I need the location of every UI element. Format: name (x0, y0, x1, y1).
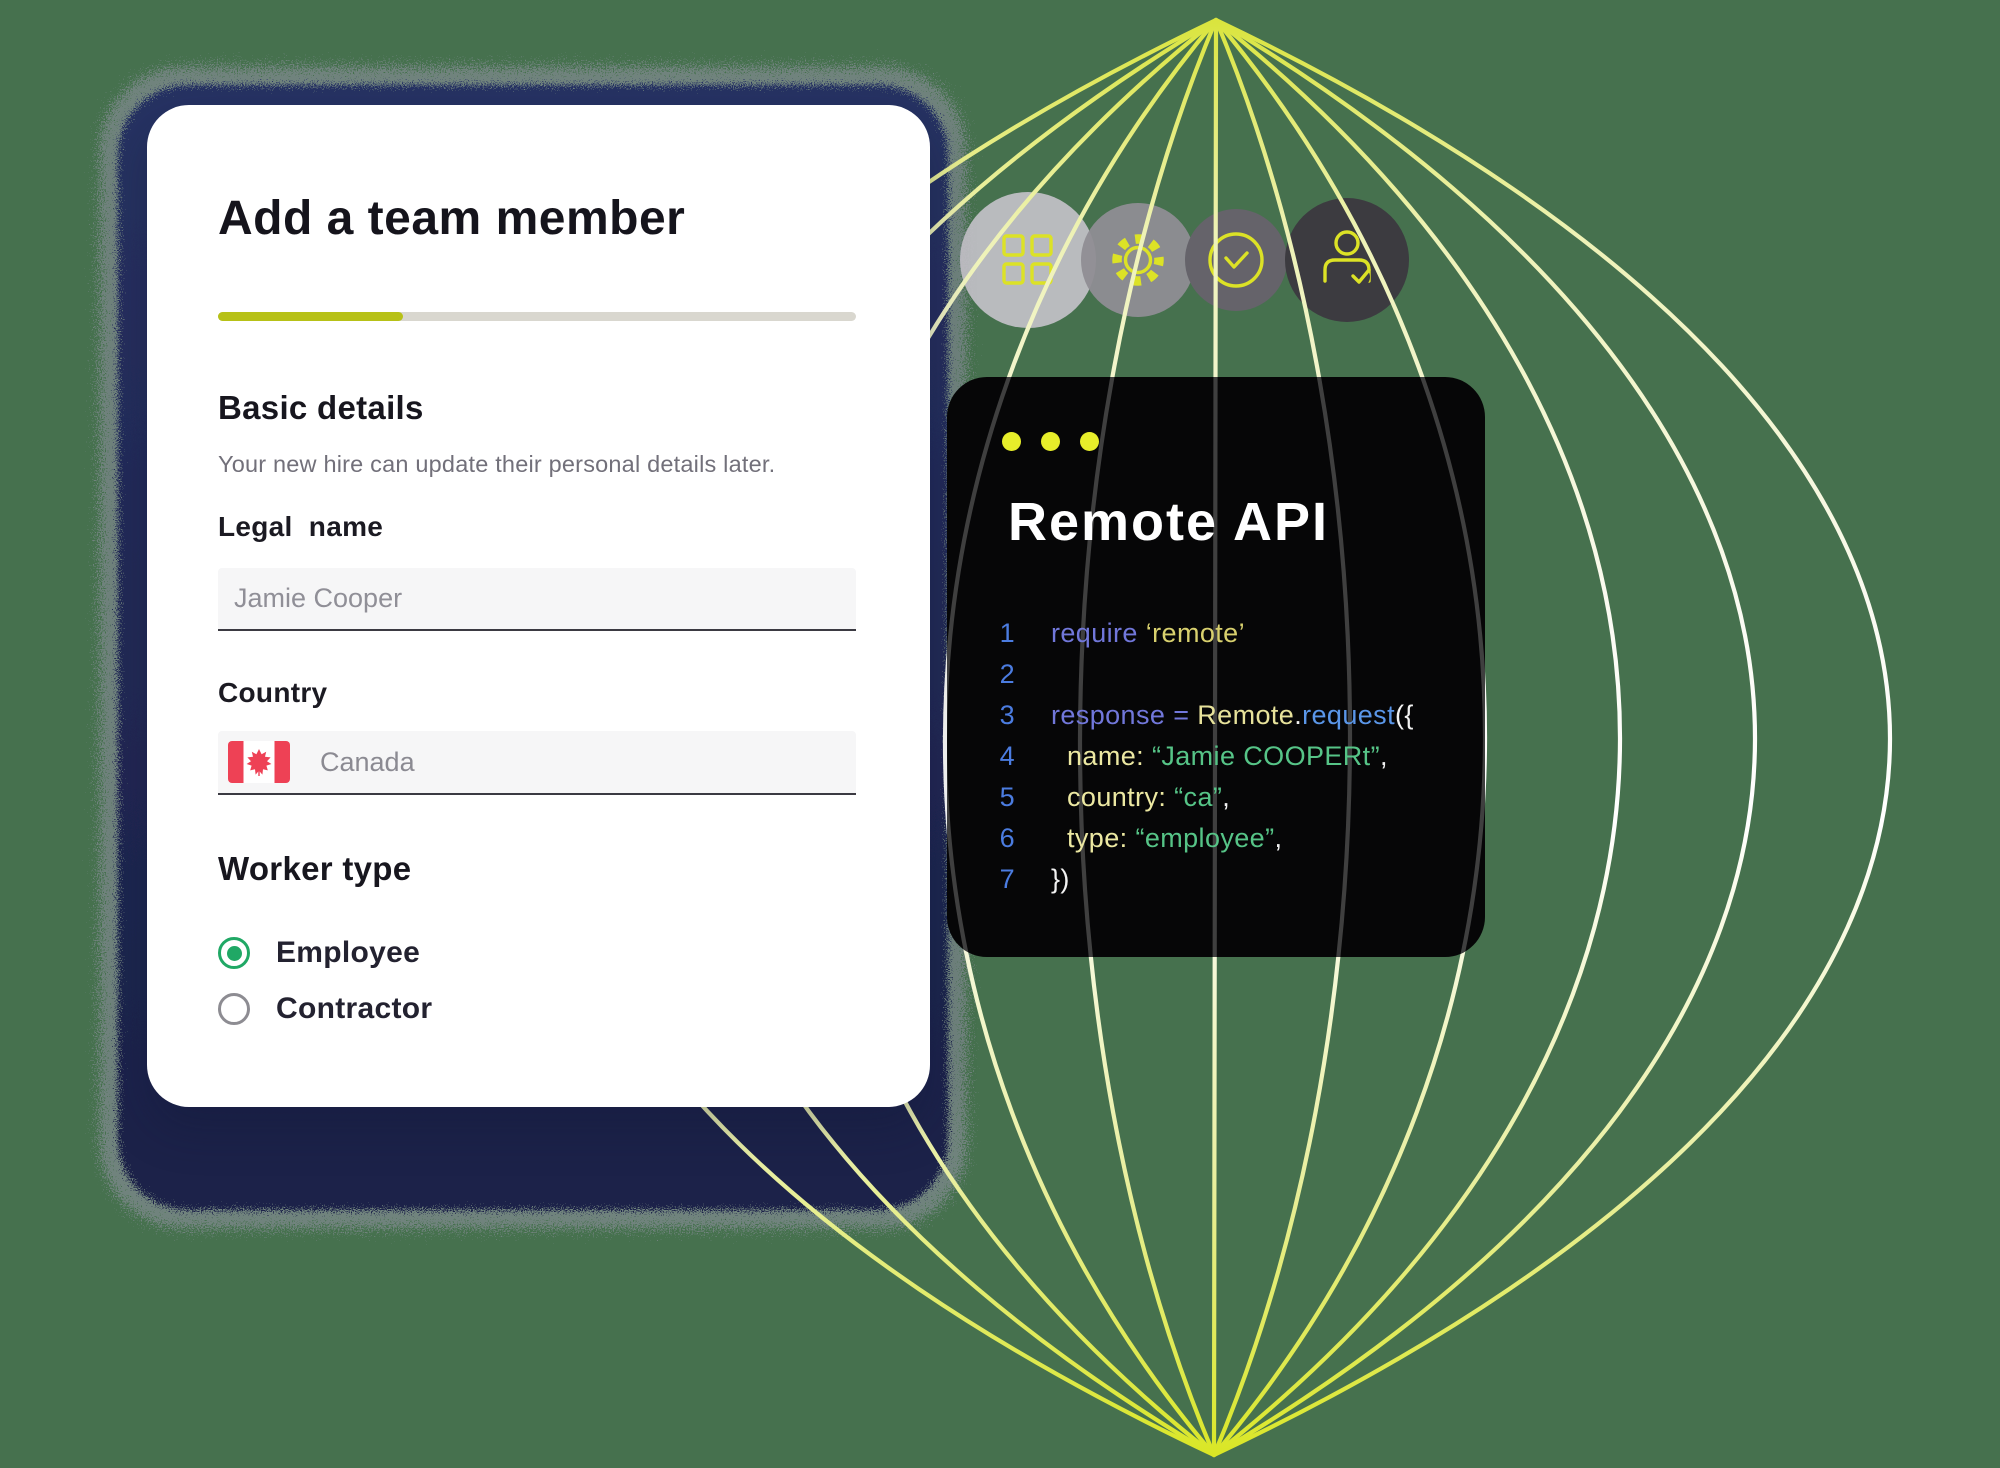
radio-dot (226, 945, 242, 961)
code-token: type: (1067, 823, 1136, 853)
window-dot (1041, 432, 1060, 451)
line-number: 7 (999, 864, 1015, 894)
code-token: response (1051, 700, 1174, 730)
code-token: = (1173, 700, 1198, 730)
code-line: 3 response = Remote.request({ (947, 695, 1485, 736)
code-token: “ca” (1174, 782, 1223, 812)
radio-selected-icon (218, 937, 250, 969)
country-select[interactable]: Canada (218, 731, 856, 795)
badge-grid (960, 192, 1096, 328)
badge-member (1285, 198, 1409, 322)
line-number: 4 (999, 741, 1015, 771)
window-controls (1002, 432, 1099, 451)
radio-option-employee[interactable]: Employee (218, 935, 420, 971)
line-number: 1 (999, 618, 1015, 648)
code-line: 4 name: “Jamie COOPERt”, (947, 736, 1485, 777)
code-token: request (1302, 700, 1395, 730)
radio-label-contractor: Contractor (276, 992, 433, 1025)
section-description: Your new hire can update their personal … (218, 451, 776, 477)
code-token: . (1294, 700, 1303, 730)
code-token: ({ (1394, 700, 1414, 730)
progress-bar (218, 312, 856, 321)
window-dot (1002, 432, 1021, 451)
line-number: 3 (999, 700, 1015, 730)
add-team-member-card: Add a team member Basic details Your new… (147, 105, 930, 1107)
worker-type-heading: Worker type (218, 850, 412, 887)
country-value: Canada (320, 746, 415, 777)
user-check-icon (1323, 230, 1371, 287)
code-line: 1 require ‘remote’ (947, 613, 1485, 654)
code-token: ‘remote’ (1145, 618, 1245, 648)
code-token: “employee” (1135, 823, 1275, 853)
line-number: 2 (999, 659, 1015, 689)
code-token: , (1274, 823, 1283, 853)
code-token: require (1051, 618, 1146, 648)
legal-name-input[interactable] (218, 568, 856, 631)
code-token: “Jamie COOPERt” (1151, 741, 1380, 771)
code-line: 2 (947, 654, 1485, 695)
code-line: 5 country: “ca”, (947, 777, 1485, 818)
code-line: 6 type: “employee”, (947, 818, 1485, 859)
badge-settings (1081, 203, 1195, 317)
country-label: Country (218, 677, 328, 708)
radio-unselected-icon (218, 993, 250, 1025)
canada-flag-icon (228, 741, 290, 783)
code-token: }) (1051, 864, 1070, 894)
code-token: name: (1067, 741, 1152, 771)
check-circle-icon (1208, 232, 1264, 288)
line-number: 6 (999, 823, 1015, 853)
gear-icon (1112, 234, 1164, 286)
code-card-content: Remote API 1 require ‘remote’ 2 3 response =… (947, 377, 1485, 957)
code-token: country: (1067, 782, 1175, 812)
section-heading: Basic details (218, 389, 424, 426)
legal-name-label: Legal name (218, 511, 384, 542)
code-card-title: Remote API (1008, 492, 1330, 552)
radio-label-employee: Employee (276, 936, 421, 969)
code-token: , (1379, 741, 1388, 771)
window-dot (1080, 432, 1099, 451)
code-line: 7}) (947, 859, 1485, 900)
grid-icon (1002, 234, 1053, 285)
page-title: Add a team member (218, 192, 686, 245)
badge-approve (1185, 209, 1287, 311)
line-number: 5 (999, 782, 1015, 812)
code-token: Remote (1197, 700, 1295, 730)
code-token: , (1222, 782, 1231, 812)
remote-api-code-card: Remote API 1 require ‘remote’ 2 3 response =… (947, 377, 1485, 957)
code-block: 1 require ‘remote’ 2 3 response = Remote.req… (947, 613, 1485, 900)
progress-bar-fill (218, 312, 404, 321)
radio-option-contractor[interactable]: Contractor (218, 991, 432, 1027)
